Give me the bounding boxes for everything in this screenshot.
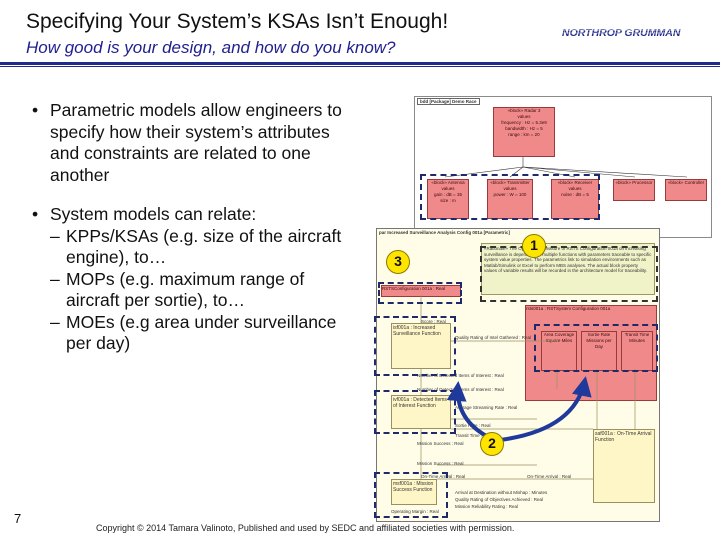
pin-on-time-arrival-2: On-Time Arrival : Real xyxy=(527,474,572,479)
copyright-notice: Copyright © 2014 Tamara Valinoto, Publis… xyxy=(96,523,515,533)
bdd-header: bdd [Package] Demo Race xyxy=(417,98,480,105)
northrop-grumman-logo: NORTHROP GRUMMAN xyxy=(562,27,700,39)
pin-quality-objectives: Quality Rating of Objectives Achieved : … xyxy=(455,497,544,502)
bullet-list: Parametric models allow engineers to spe… xyxy=(28,100,358,355)
slide-subtitle: How good is your design, and how do you … xyxy=(26,38,396,57)
metric-sortie-rate: Sortie Rate Missions per Day xyxy=(581,331,617,371)
highlight-surveillance-function xyxy=(374,316,456,376)
pin-arrival-without-mishap: Arrival at Destination without Mishap : … xyxy=(455,490,548,495)
badge-3: 3 xyxy=(386,250,410,274)
highlight-rationale xyxy=(480,246,658,302)
badge-2: 2 xyxy=(480,432,504,456)
title-rule xyxy=(0,62,720,65)
badge-1: 1 xyxy=(522,234,546,258)
pin-score: Score : Real xyxy=(421,319,446,324)
highlight-mission-success xyxy=(374,472,448,518)
pin-mission-success-2: Mission Success : Real xyxy=(417,461,464,466)
metric-area-coverage: Area Coverage Square Miles xyxy=(541,331,577,371)
bullet-system-models: System models can relate: KPPs/KSAs (e.g… xyxy=(28,204,358,355)
function-mission-success: msf001a : Mission Success Function xyxy=(391,479,437,505)
par-header: par Increased Surveillance Analysis Conf… xyxy=(379,230,510,235)
title-rule-thin xyxy=(0,66,720,67)
pin-transit-time: Transit Time : Real xyxy=(455,433,493,438)
bullet-parametric-models: Parametric models allow engineers to spe… xyxy=(28,100,358,186)
pin-mission-success-1: Mission Success : Real xyxy=(417,441,464,446)
pin-quality-rating-intel: Quality Rating of Intel Gathered : Real xyxy=(455,335,532,340)
function-increased-surveillance: isf001a : Increased Surveillance Functio… xyxy=(391,323,451,369)
sub-bullet-kpps: KPPs/KSAs (e.g. size of the aircraft eng… xyxy=(50,226,358,269)
highlight-config-left xyxy=(378,282,462,304)
highlight-kpp-blocks xyxy=(420,174,600,220)
pin-detected-items-1: Number of Detected Items of Interest : R… xyxy=(417,373,504,378)
pin-operating-margin: Operating Margin : Real xyxy=(391,509,439,514)
function-on-time-arrival: saf001a : On-Time Arrival Function xyxy=(593,429,655,503)
sub-bullet-mops: MOPs (e.g. maximum range of aircraft per… xyxy=(50,269,358,312)
slide-title: Specifying Your System’s KSAs Isn’t Enou… xyxy=(26,10,449,33)
function-detected-items: ivf001a : Detected Items of Interest Fun… xyxy=(391,395,451,429)
page-number: 7 xyxy=(14,511,22,526)
highlight-metric-boxes xyxy=(534,324,658,372)
arrow-2-to-metrics xyxy=(499,376,592,442)
pin-mission-reliability: Mission Reliability Rating : Real xyxy=(455,504,519,509)
block-processor: «block» Processor xyxy=(613,179,655,201)
pin-streaming-rate: Average Streaming Rate : Real xyxy=(455,405,518,410)
sub-bullet-moes: MOEs (e.g area under surveillance per da… xyxy=(50,312,358,355)
rationale-note: «Rationale» The Operational Measure of R… xyxy=(481,243,655,295)
bullet-system-models-text: System models can relate: xyxy=(50,204,257,224)
highlight-detected-items xyxy=(374,390,456,434)
pin-on-time-arrival-1: On-Time Arrival : Real xyxy=(421,474,466,479)
arrow-2-to-mop xyxy=(446,381,491,440)
block-controller: «block» Controller xyxy=(665,179,707,201)
